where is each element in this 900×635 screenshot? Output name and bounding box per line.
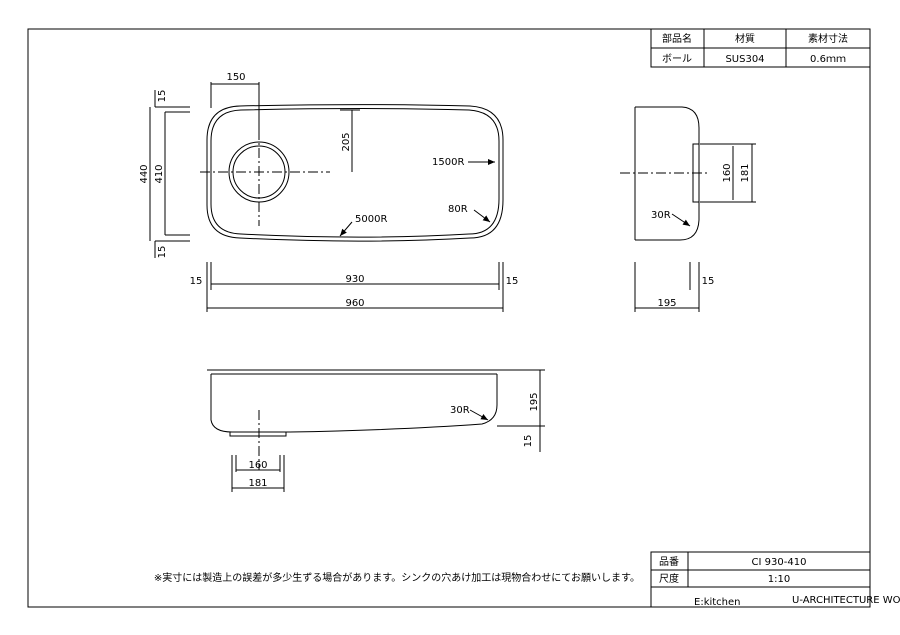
- front-dim-depth: 195: [529, 392, 540, 411]
- front-dim-160: 160: [248, 460, 267, 471]
- dim-rim-right: 15: [506, 276, 519, 287]
- label-radius-80: 80R: [448, 204, 468, 215]
- brand-logo-subtitle: U-ARCHITECTURE WORKS: [792, 595, 900, 606]
- table-cell-material: SUS304: [725, 54, 764, 65]
- scale-value: 1:10: [768, 574, 790, 585]
- part-number: CI 930-410: [752, 557, 807, 568]
- front-dim-rim: 15: [523, 435, 534, 448]
- table-header-dimension: 素材寸法: [808, 32, 848, 45]
- front-dim-181: 181: [248, 478, 267, 489]
- top-view: [149, 82, 504, 312]
- side-dim-181: 181: [740, 163, 751, 182]
- side-label-radius-30: 30R: [651, 210, 671, 221]
- dim-rim-top: 15: [157, 90, 168, 103]
- dim-inner-height: 410: [154, 164, 165, 183]
- dim-inner-width: 930: [345, 274, 364, 285]
- label-radius-5000: 5000R: [355, 214, 387, 225]
- dim-outer-height: 440: [139, 164, 150, 183]
- scale-label: 尺度: [659, 572, 679, 585]
- table-header-part-name: 部品名: [662, 32, 692, 45]
- drawing-border: [27, 28, 871, 608]
- side-dim-160: 160: [722, 163, 733, 182]
- side-dim-rim: 15: [702, 276, 715, 287]
- title-block: 品番 CI 930-410 尺度 1:10 E:kitchen U-ARCHIT…: [650, 551, 900, 608]
- front-view: [207, 369, 545, 492]
- label-radius-1500: 1500R: [432, 157, 464, 168]
- table-header-material: 材質: [735, 32, 755, 45]
- material-table: 部品名 材質 素材寸法 ボール SUS304 0.6ｍｍ: [650, 28, 871, 68]
- side-view: [620, 106, 756, 312]
- dim-rim-left: 15: [190, 276, 203, 287]
- part-number-label: 品番: [659, 556, 679, 568]
- dim-rim-bottom: 15: [157, 246, 168, 259]
- side-dim-depth: 195: [657, 298, 676, 309]
- dim-outer-width: 960: [345, 298, 364, 309]
- manufacturing-note: ※実寸には製造上の誤差が多少生ずる場合があります。シンクの穴あけ加工は現物合わせ…: [154, 571, 640, 584]
- brand-logo: E:kitchen: [694, 597, 741, 608]
- dim-hole-y: 205: [341, 132, 352, 151]
- table-cell-dimension: 0.6ｍｍ: [810, 54, 846, 65]
- table-cell-part-name: ボール: [662, 53, 692, 65]
- front-label-radius-30: 30R: [450, 405, 470, 416]
- dim-hole-offset: 150: [226, 72, 245, 83]
